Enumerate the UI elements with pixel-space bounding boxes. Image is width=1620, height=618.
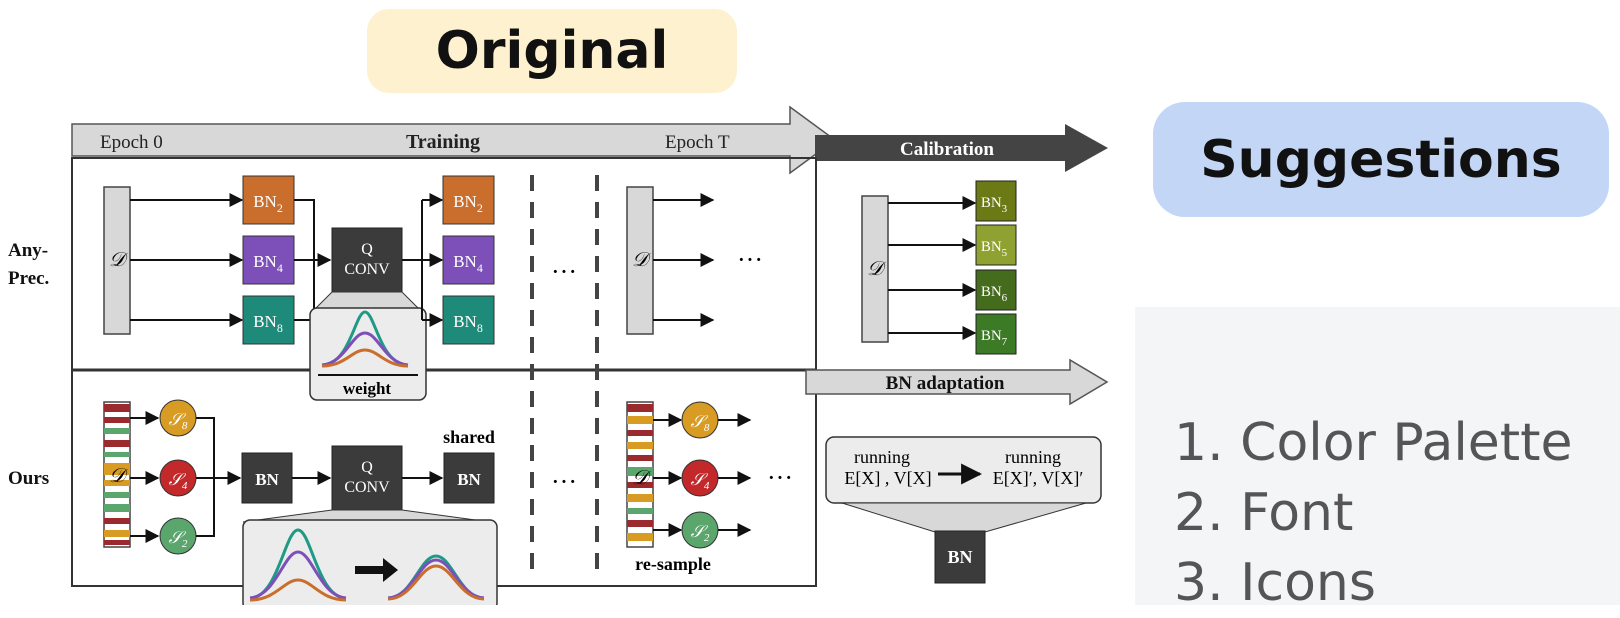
bn2-left-label: BN2 [253,192,283,215]
bn7-block [975,313,1017,355]
bn-label-ours: BN [255,470,279,489]
bn4-right-label: BN4 [453,252,483,275]
bn8-right-label: BN8 [453,312,483,335]
stats-before: E[X] , V[X] [844,468,931,488]
weight-bubble [309,307,427,401]
bn2-block-left [242,175,295,225]
suggestions-list: 1. Color Palette 2. Font 3. Icons [1174,408,1573,618]
bn5-block [975,224,1017,266]
ellipsis-ours-right: ··· [767,463,793,492]
row-label-ours: Ours [8,468,49,489]
bn2-block-right [442,175,495,225]
bn8-block-right [442,295,495,345]
epoch-0-label: Epoch 0 [100,132,163,153]
striped-dataset-ours-1 [103,401,131,548]
bn4-block-left [242,235,295,285]
suggestions-label: Suggestions [1200,129,1562,190]
suggestion-item-icons: 3. Icons [1174,553,1376,613]
ours-curve-orange-before [249,578,347,602]
training-label: Training [406,131,480,153]
epoch-t-label: Epoch T [665,132,730,153]
bn6-label: BN6 [981,284,1008,304]
striped-dataset-ours-2 [626,401,654,548]
bn5-label: BN5 [981,239,1008,259]
calibration-label: Calibration [900,139,994,160]
ours-transform-arrow [355,558,398,582]
method-diagram: Epoch 0 Training Epoch T Calibration Any… [8,105,1109,605]
ours-curve-orange-after [387,564,485,601]
bn7-label: BN7 [981,328,1008,348]
running-label-after: running [1005,447,1061,467]
stats-after: E[X]′, V[X]′ [993,468,1084,488]
dataset-symbol-5: 𝒟 [632,467,652,489]
bn-block-ours [241,452,293,504]
dataset-symbol-3: 𝒟 [867,258,887,280]
stats-funnel [841,502,1087,533]
calibration-bn-label: BN [947,547,972,567]
bn6-block [975,269,1017,311]
bn3-block [975,180,1017,222]
ours-curve-teal-before [249,528,347,600]
running-label-before: running [854,447,910,467]
dataset-block-anyprec-1 [103,186,131,335]
ours-curve-purple-after [387,558,485,600]
dataset-symbol-4: 𝒟 [109,465,129,487]
shared-bn-block [443,452,495,504]
bn3-label: BN3 [981,195,1008,215]
bn4-block-right [442,235,495,285]
qconv-block-ours [331,445,403,511]
calibration-arrow [815,124,1108,172]
original-badge: Original [367,9,737,93]
dataset-block-calibration [861,195,889,343]
ours-curve-purple-before [249,550,347,600]
ellipsis-ours-mid: ··· [551,467,577,496]
calibration-bn-block [934,530,986,584]
bn4-left-label: BN4 [253,252,283,275]
dataset-block-anyprec-2 [626,186,654,335]
suggestion-item-font: 2. Font [1174,483,1354,543]
dataset-symbol-2: 𝒟 [632,249,652,271]
bn-adaptation-label: BN adaptation [886,373,1005,394]
weight-label: weight [343,379,392,398]
suggestions-badge: Suggestions [1153,102,1609,217]
weight-curve-orange [321,348,409,368]
bn-adaptation-arrow [805,358,1109,406]
shared-bn-label: BN [457,470,481,489]
bn8-left-label: BN8 [253,312,283,335]
shared-label: shared [443,427,495,447]
dataset-symbol-1: 𝒟 [109,249,129,271]
suggestion-item-color-palette: 1. Color Palette [1174,413,1573,473]
ellipsis-anyprec-mid: ··· [551,257,577,286]
training-arrow [71,105,837,175]
suggestions-panel [1135,307,1620,605]
qconv-block-anyprec [331,227,403,293]
ellipsis-anyprec-right: ··· [737,245,763,274]
bn2-right-label: BN2 [453,192,483,215]
original-label: Original [435,21,669,81]
resample-label: re-sample [635,554,711,574]
row-label-anyprec: Any- Prec. [8,240,53,289]
weight-curve-purple [321,331,409,367]
